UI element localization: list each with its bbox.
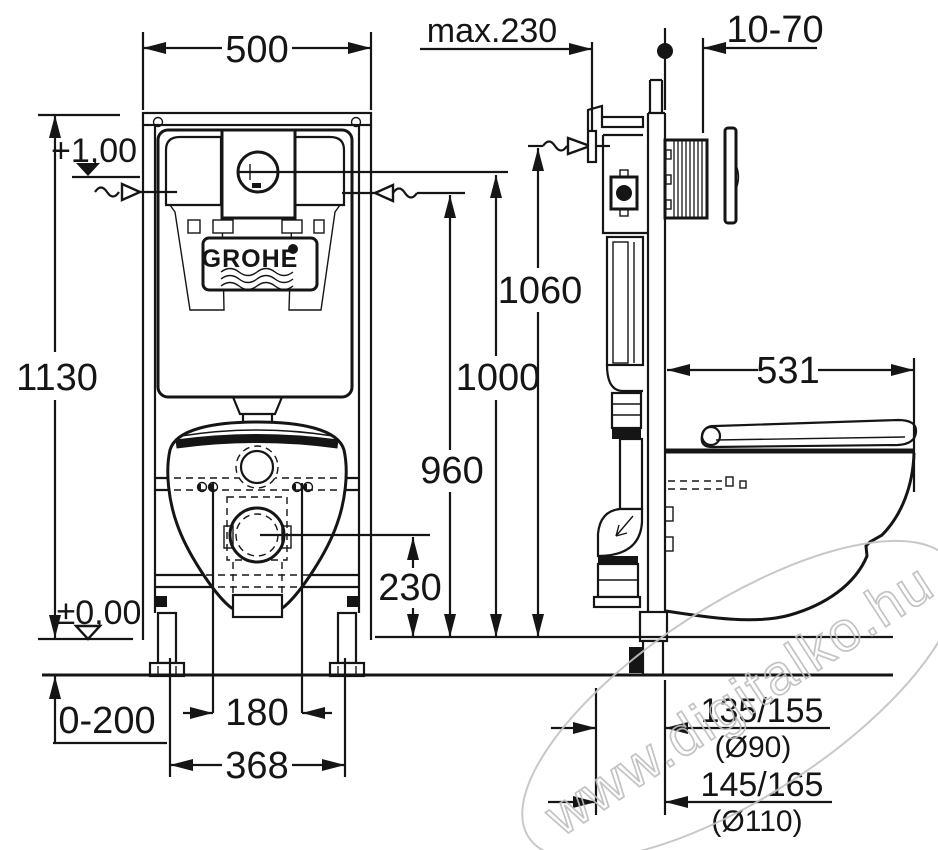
level-upper-label: +1,00 [51,132,137,170]
dim-drain-90: 135/155 (Ø90) [551,680,830,815]
adjustable-foot-left [148,611,186,678]
flush-funnel [231,396,284,416]
seat-fixing-holes [196,481,314,493]
dim-frame-height: 1130 [16,113,120,638]
dim-frame-height-label: 1130 [16,357,98,399]
dim-fixing-spacing-label: 180 [225,692,288,734]
water-supply-arrow-right [342,183,465,203]
dim-1000: 1000 [238,170,541,637]
dim-1060-label: 1060 [498,270,583,312]
dim-outlet-height-label: 230 [378,567,441,609]
dim-outlet-height: 230 [260,533,442,637]
dim-plate-range-label: 10-70 [726,9,823,51]
dim-fixing-spacing: 180 [183,483,332,734]
dim-1060: 1060 [498,148,583,637]
dim-frame-width-label: 500 [225,29,288,71]
drain-elbow [592,507,644,609]
wall-band [646,78,667,612]
actuation-plate [723,126,740,225]
frame-profile [586,104,669,677]
side-view [528,78,918,677]
dim-960: 960 [420,195,484,637]
dim-960-label: 960 [420,450,483,492]
level-marker-upper [72,163,140,179]
concealed-cistern: GROHE [156,128,354,425]
toilet-bowl-side [664,418,918,622]
dim-max-depth: max.230 [420,12,594,130]
adjustable-foot-right [328,611,366,678]
dim-bowl-depth-label: 531 [756,350,819,392]
bowl-rim-band [175,434,339,449]
dim-foot-spacing-label: 368 [225,745,288,787]
rail-bolt [347,596,358,607]
grohe-logo-text: GROHE [202,245,299,273]
grohe-logo-dot [288,244,298,254]
seat-hinge [700,425,722,447]
grohe-logo: GROHE [201,236,319,292]
dim-foot-spacing: 368 [168,658,347,787]
dim-max-depth-label: max.230 [427,12,557,50]
dim-feet-range-label: 0-200 [58,700,155,742]
seat-lid [700,418,918,449]
dim-drain90-dia-label: (Ø90) [715,731,792,764]
dim-feet-range: 0-200 [49,676,167,745]
level-zero-label: ±0,00 [57,594,142,632]
dim-bowl-depth: 531 [667,350,916,492]
dim-drain90-label: 135/155 [701,692,824,730]
level-marker-zero [38,624,133,641]
dim-1000-label: 1000 [456,357,541,399]
dim-drain110-dia-label: (Ø110) [711,805,802,838]
rail-bolt [156,596,167,607]
water-supply-arrow-left [94,182,177,202]
mounting-frame [141,111,373,678]
dim-frame-width: 500 [141,29,373,110]
inlet-port [239,449,275,485]
flush-actuator-block [663,138,709,220]
water-supply-arrow-side [528,129,610,164]
reference-dot [657,28,673,110]
dim-plate-range: 10-70 [701,9,824,133]
flush-bend [610,391,644,511]
floor-pipe [629,610,669,677]
